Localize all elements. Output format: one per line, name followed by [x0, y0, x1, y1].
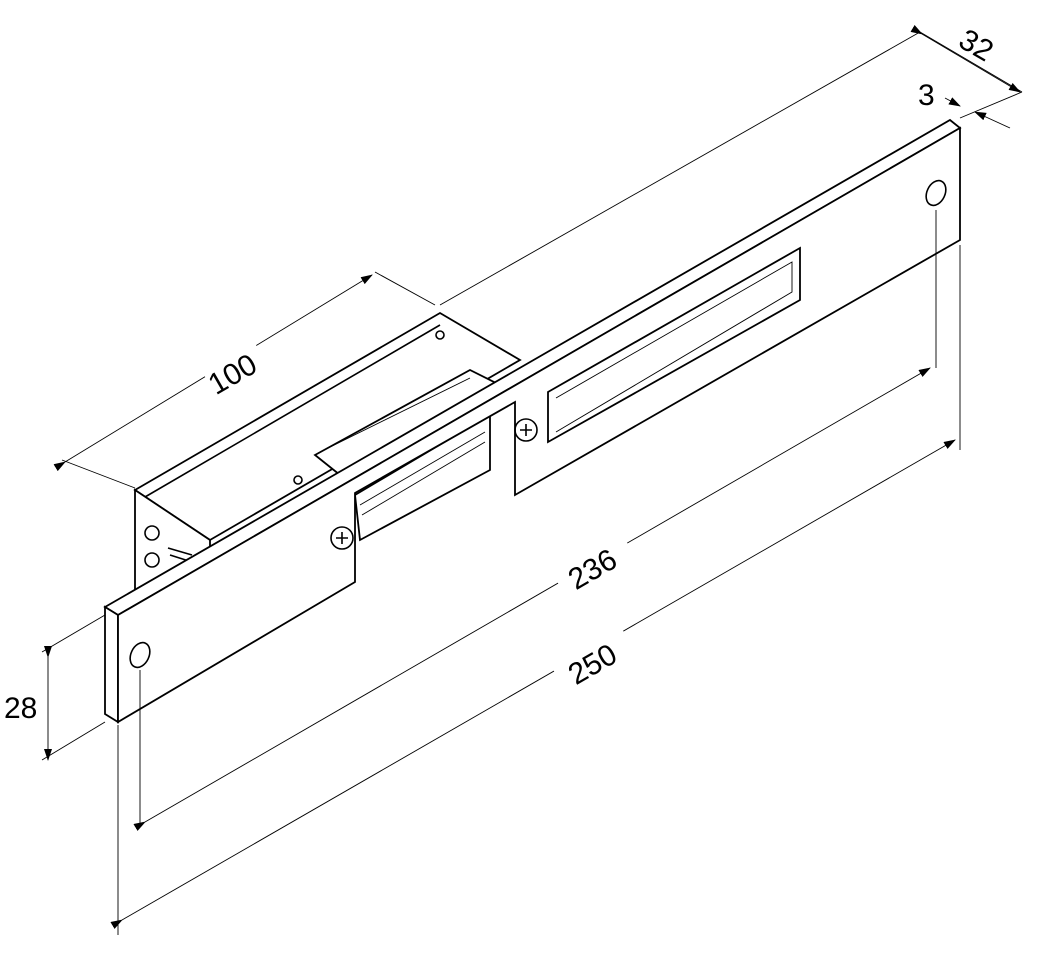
dim-label-28: 28: [4, 692, 37, 725]
dimension-lines: [41, 24, 1023, 935]
mounting-hole-icon: [925, 179, 947, 207]
body-hole-icon: [435, 330, 445, 340]
faceplate: [103, 118, 962, 724]
dim-label-3: 3: [918, 79, 935, 112]
dim-label-32: 32: [953, 23, 998, 68]
